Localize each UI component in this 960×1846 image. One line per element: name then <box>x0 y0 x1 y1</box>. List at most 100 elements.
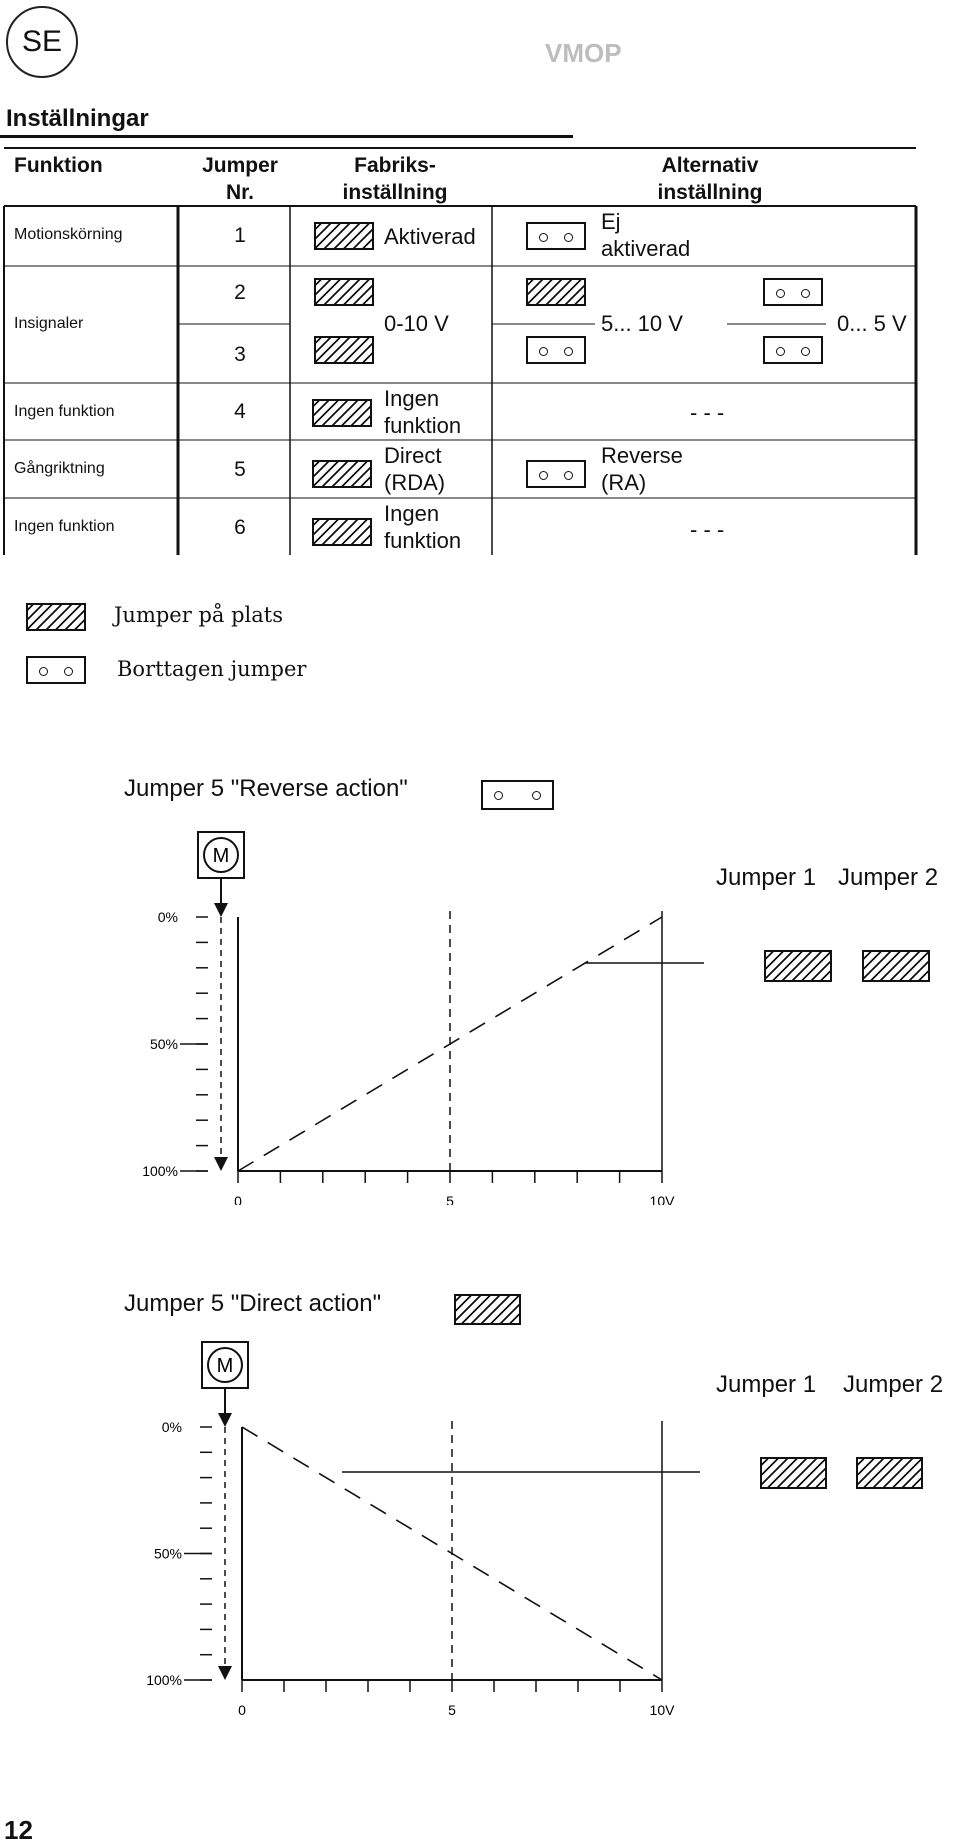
x-tick-label: 5 <box>448 1702 456 1715</box>
legend-placed-label: Jumper på plats <box>114 603 283 627</box>
section-title: Inställningar <box>6 105 149 132</box>
header-jumper-line1: Jumper <box>202 154 278 177</box>
row5-alternative: - - - <box>690 517 725 542</box>
jumper-placed-icon <box>314 336 374 364</box>
jumper-placed-icon <box>526 278 586 306</box>
row3-function: Ingen funktion <box>14 403 115 420</box>
jumper-removed-icon <box>526 222 586 250</box>
row2-factory: 0-10 V <box>384 311 449 336</box>
x-tick-label: 0 <box>238 1702 246 1715</box>
row4-jumper: 5 <box>234 458 246 481</box>
jumper-placed-icon <box>314 278 374 306</box>
x-tick-label: 10V <box>650 1702 676 1715</box>
series-line <box>237 916 663 1172</box>
jumper-placed-icon <box>312 460 372 488</box>
motor-icon <box>203 837 239 873</box>
stroke-arrow-head <box>218 1666 232 1680</box>
row4-alt-line1: Reverse <box>601 443 683 468</box>
diagram2-chart: M 0% 50% 100% 0 5 10V <box>146 1341 700 1715</box>
row4-factory-line1: Direct <box>384 443 442 468</box>
row4-function: Gångriktning <box>14 460 105 477</box>
row1-factory: Aktiverad <box>384 224 476 249</box>
header-jumper-line2: Nr. <box>225 181 254 204</box>
diagram1-jumper1-label: Jumper 1 <box>716 864 817 891</box>
motor-label: M <box>217 1355 234 1377</box>
jumper-placed-icon <box>312 518 372 546</box>
row5-factory: Ingen funktion <box>384 500 461 554</box>
y-tick-label: 50% <box>150 1036 178 1052</box>
row4-factory: Direct (RDA) <box>384 442 445 496</box>
series-line <box>241 1426 663 1681</box>
header-factory-line1: Fabriks- <box>354 154 436 177</box>
row5-factory-line2: funktion <box>384 528 462 553</box>
y-tick-label: 100% <box>142 1163 178 1179</box>
header-alternative: Alternativ inställning <box>630 152 790 206</box>
jumper-placed-icon <box>314 222 374 250</box>
row5-factory-line1: Ingen <box>384 501 440 526</box>
jumper-removed-icon <box>763 336 823 364</box>
diagram1-jumper2-label: Jumper 2 <box>838 864 939 891</box>
jumper-placed-icon <box>312 399 372 427</box>
jumper-placed-icon <box>862 950 930 982</box>
jumper-placed-icon <box>760 1457 827 1489</box>
header-alt-line1: Alternativ <box>661 154 759 177</box>
row3-factory: Ingen funktion <box>384 385 461 439</box>
settings-table: Funktion Jumper Nr. Fabriks- inställning… <box>0 140 960 560</box>
jumper-removed-icon <box>526 336 586 364</box>
row3-alternative: - - - <box>690 400 725 425</box>
row1-alt-line2: aktiverad <box>601 236 691 261</box>
row5-jumper: 6 <box>234 516 246 539</box>
row3-jumper: 4 <box>234 400 246 423</box>
diagram2-title: Jumper 5 "Direct action" <box>124 1290 382 1317</box>
row1-jumper: 1 <box>234 224 246 247</box>
diagram1-chart: M 0% 50% 100% 0 5 10V <box>142 831 704 1205</box>
y-tick-label: 0% <box>162 1419 182 1435</box>
jumper-removed-icon <box>481 780 554 810</box>
row2-alt-a: 5... 10 V <box>601 311 683 336</box>
table-grid <box>3 147 918 555</box>
row4-alternative: Reverse (RA) <box>601 442 683 496</box>
x-tick-label: 0 <box>234 1193 242 1205</box>
jumper-removed-icon <box>526 460 586 488</box>
language-badge: SE <box>6 6 78 78</box>
title-underline <box>0 135 573 138</box>
x-tick-label: 5 <box>446 1193 454 1205</box>
legend-placed-icon <box>26 603 86 631</box>
row2-function: Insignaler <box>14 315 84 332</box>
row1-alt-line1: Ej <box>601 209 621 234</box>
diagram2-jumper2-label: Jumper 2 <box>843 1371 944 1398</box>
row4-factory-line2: (RDA) <box>384 470 446 495</box>
row3-factory-line2: funktion <box>384 413 462 438</box>
diagram1-title: Jumper 5 "Reverse action" <box>124 775 408 802</box>
row1-function: Motionskörning <box>14 226 123 243</box>
stroke-arrow-head <box>214 1157 228 1171</box>
jumper-placed-icon <box>454 1294 521 1325</box>
y-tick-label: 0% <box>158 909 178 925</box>
row2-jumper-b: 3 <box>234 343 246 366</box>
legend-removed-icon <box>26 656 86 684</box>
row1-alternative: Ej aktiverad <box>601 208 690 262</box>
legend-removed-label: Borttagen jumper <box>117 657 307 681</box>
motor-arrow-head <box>214 903 228 917</box>
y-tick-label: 100% <box>146 1672 182 1688</box>
language-code: SE <box>21 25 63 58</box>
header-function: Funktion <box>14 154 103 177</box>
row4-alt-line2: (RA) <box>601 470 647 495</box>
header-factory: Fabriks- inställning <box>330 152 460 206</box>
y-tick-label: 50% <box>154 1546 182 1562</box>
jumper-placed-icon <box>856 1457 923 1489</box>
row2-alt-b: 0... 5 V <box>837 311 907 336</box>
motor-icon <box>207 1347 243 1383</box>
motor-arrow-head <box>218 1413 232 1427</box>
row2-jumper-a: 2 <box>234 281 246 304</box>
x-tick-label: 10V <box>650 1193 676 1205</box>
header-alt-line2: inställning <box>657 181 763 204</box>
motor-label: M <box>213 845 230 867</box>
row3-factory-line1: Ingen <box>384 386 440 411</box>
header-jumper: Jumper Nr. <box>180 152 300 206</box>
model-name: VMOP <box>545 38 622 68</box>
diagram2-jumper1-label: Jumper 1 <box>716 1371 817 1398</box>
jumper-placed-icon <box>764 950 832 982</box>
page-number: 12 <box>4 1815 33 1845</box>
header-factory-line2: inställning <box>342 181 448 204</box>
